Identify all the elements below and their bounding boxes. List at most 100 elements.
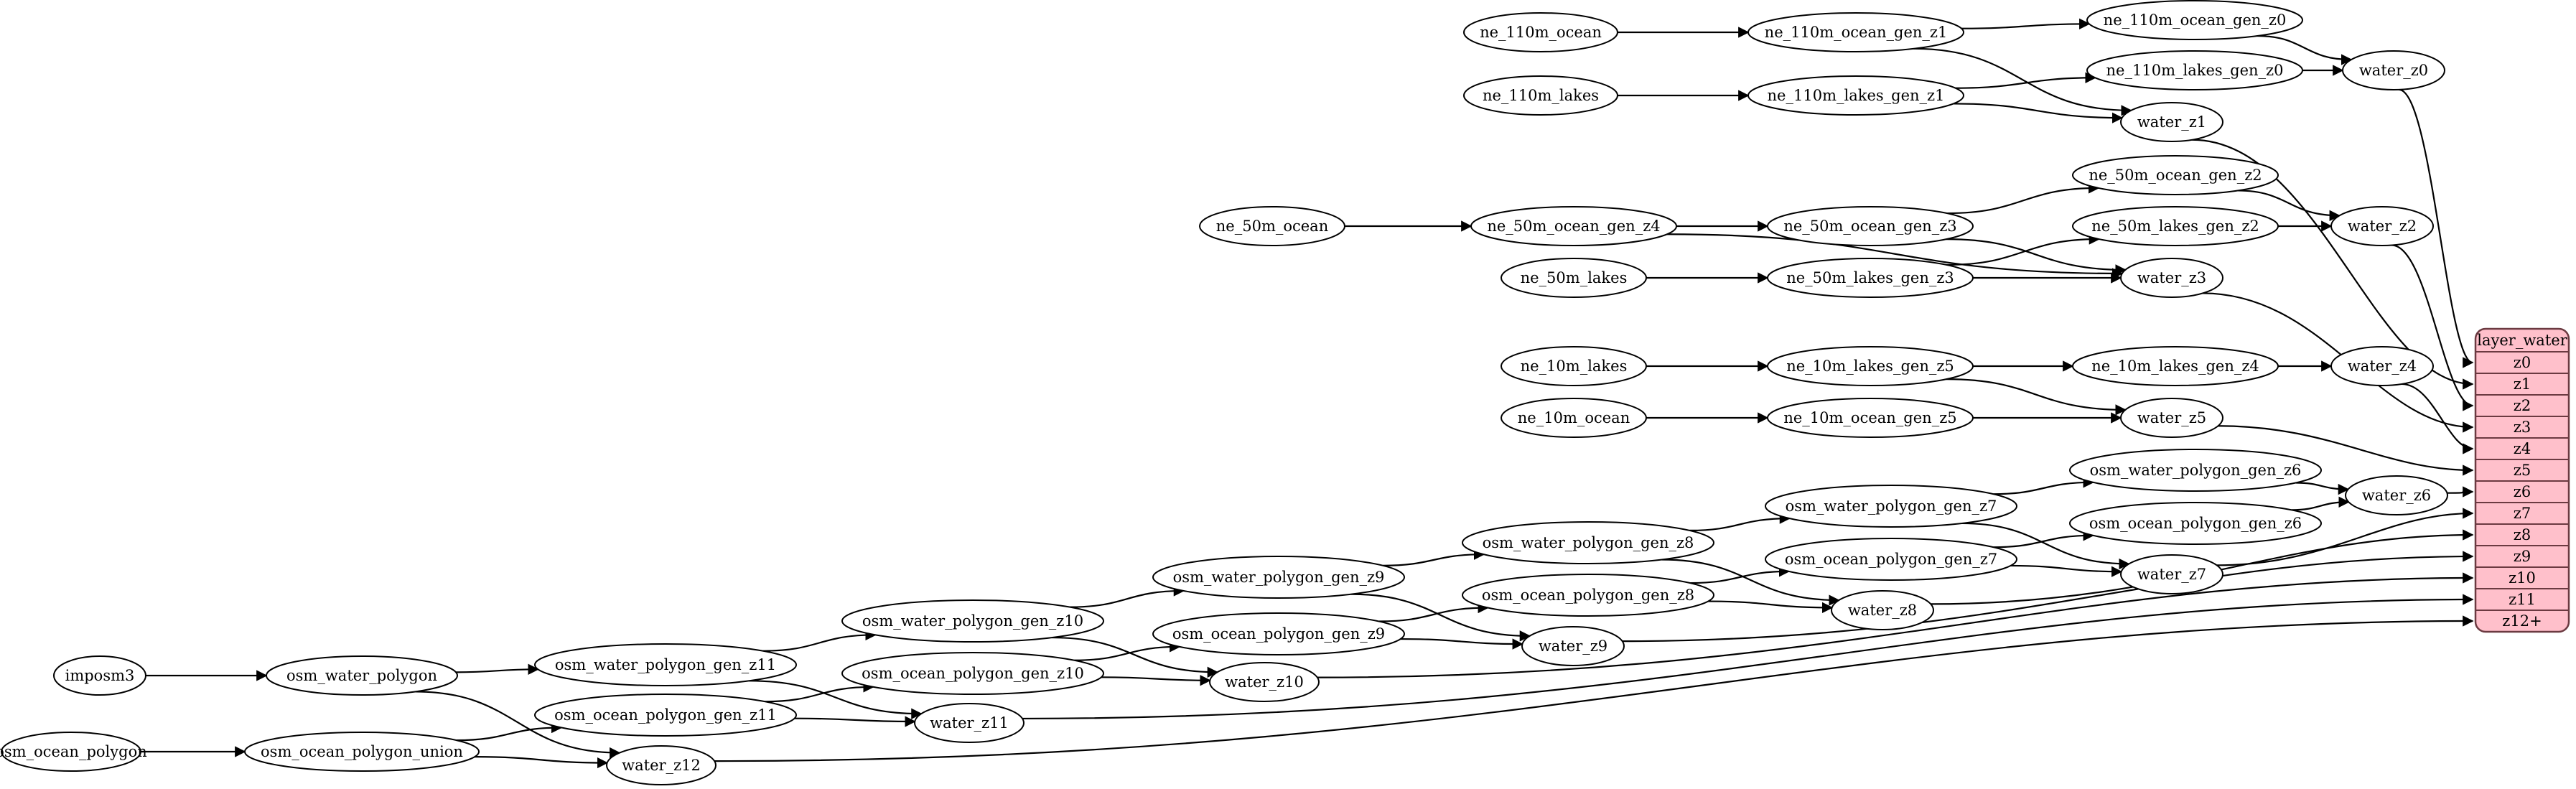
node-osm_ocean_polygon[interactable]: osm_ocean_polygon (0, 732, 147, 772)
node-ne_110m_ocean_gen_z1[interactable]: ne_110m_ocean_gen_z1 (1747, 12, 1964, 52)
edge-ne_110m_ocean_gen_z1-to-ne_110m_ocean_gen_z0 (1961, 18, 2091, 29)
layer-water-row-z2[interactable] (2475, 394, 2569, 417)
node-label-water_z10: water_z10 (1225, 673, 1304, 691)
node-ne_10m_ocean[interactable]: ne_10m_ocean (1501, 398, 1647, 438)
node-osm_ocean_polygon_gen_z9[interactable]: osm_ocean_polygon_gen_z9 (1152, 612, 1405, 655)
edge-osm_ocean_polygon_gen_z7-to-osm_ocean_polygon_gen_z6 (1993, 530, 2094, 548)
layer-water-row-label-z8: z8 (2514, 526, 2531, 543)
node-water_z6[interactable]: water_z6 (2345, 475, 2448, 515)
node-shape-ne_50m_ocean (1199, 206, 1345, 246)
layer-water-row-z10[interactable] (2475, 566, 2569, 589)
layer-water-row-z5[interactable] (2475, 459, 2569, 482)
node-osm_ocean_polygon_gen_z7[interactable]: osm_ocean_polygon_gen_z7 (1765, 538, 2017, 581)
node-ne_10m_ocean_gen_z5[interactable]: ne_10m_ocean_gen_z5 (1767, 398, 1974, 438)
node-label-water_z6: water_z6 (2362, 487, 2431, 504)
node-osm_ocean_polygon_union[interactable]: osm_ocean_polygon_union (244, 732, 480, 772)
node-ne_10m_lakes_gen_z5[interactable]: ne_10m_lakes_gen_z5 (1767, 346, 1974, 386)
node-shape-ne_110m_lakes_gen_z1 (1747, 75, 1964, 116)
node-label-water_z0: water_z0 (2359, 62, 2428, 79)
layer-water-row-label-z4: z4 (2514, 440, 2531, 457)
layer-water-row-z12+[interactable] (2475, 610, 2569, 632)
node-label-osm_ocean_polygon_gen_z7: osm_ocean_polygon_gen_z7 (1785, 551, 1997, 568)
edge-ne_110m_lakes_gen_z1-to-water_z1 (1953, 103, 2124, 123)
node-ne_50m_ocean_gen_z4[interactable]: ne_50m_ocean_gen_z4 (1470, 206, 1677, 246)
edge-osm_water_polygon_gen_z11-to-water_z11 (749, 680, 923, 719)
node-osm_water_polygon_gen_z7[interactable]: osm_water_polygon_gen_z7 (1765, 485, 2017, 528)
node-shape-osm_ocean_polygon (1, 732, 141, 772)
edge-ne_110m_ocean_gen_z1-to-water_z1 (1913, 47, 2132, 116)
node-shape-osm_ocean_polygon_gen_z6 (2069, 502, 2322, 545)
node-label-osm_water_polygon_gen_z8: osm_water_polygon_gen_z8 (1483, 534, 1694, 551)
node-water_z11[interactable]: water_z11 (914, 703, 1025, 743)
node-osm_water_polygon_gen_z9[interactable]: osm_water_polygon_gen_z9 (1152, 556, 1405, 599)
node-shape-imposm3 (53, 655, 146, 696)
layer-water-row-z6[interactable] (2475, 480, 2569, 503)
node-shape-ne_50m_lakes_gen_z3 (1767, 258, 1974, 298)
node-ne_50m_ocean[interactable]: ne_50m_ocean (1199, 206, 1345, 246)
node-osm_water_polygon_gen_z11[interactable]: osm_water_polygon_gen_z11 (534, 643, 797, 686)
node-water_z4[interactable]: water_z4 (2330, 346, 2434, 386)
node-osm_water_polygon_gen_z10[interactable]: osm_water_polygon_gen_z10 (841, 599, 1104, 643)
node-label-osm_water_polygon: osm_water_polygon (286, 667, 437, 684)
edge-osm_ocean_polygon_union-to-osm_ocean_polygon_gen_z11 (456, 722, 563, 742)
node-ne_10m_lakes[interactable]: ne_10m_lakes (1501, 346, 1647, 386)
node-ne_110m_lakes_gen_z1[interactable]: ne_110m_lakes_gen_z1 (1747, 75, 1964, 116)
node-osm_ocean_polygon_gen_z6[interactable]: osm_ocean_polygon_gen_z6 (2069, 502, 2322, 545)
node-label-ne_50m_ocean: ne_50m_ocean (1216, 218, 1328, 235)
node-label-ne_10m_ocean: ne_10m_ocean (1518, 409, 1630, 426)
edge-water_z6-to-layer-water-z6 (2447, 486, 2474, 498)
node-shape-water_z1 (2120, 102, 2223, 142)
node-osm_water_polygon[interactable]: osm_water_polygon (266, 655, 458, 696)
node-osm_water_polygon_gen_z8[interactable]: osm_water_polygon_gen_z8 (1462, 521, 1714, 564)
node-ne_110m_ocean_gen_z0[interactable]: ne_110m_ocean_gen_z0 (2086, 0, 2303, 40)
edge-layer (141, 18, 2474, 769)
node-osm_ocean_polygon_gen_z8[interactable]: osm_ocean_polygon_gen_z8 (1462, 574, 1714, 617)
node-ne_50m_ocean_gen_z2[interactable]: ne_50m_ocean_gen_z2 (2072, 155, 2279, 195)
node-shape-water_z10 (1209, 662, 1320, 702)
node-shape-ne_50m_ocean_gen_z3 (1767, 206, 1974, 246)
edge-water_z9-to-layer-water-z9 (1622, 551, 2474, 643)
layer-water-row-label-z2: z2 (2514, 397, 2531, 414)
node-osm_ocean_polygon_gen_z10[interactable]: osm_ocean_polygon_gen_z10 (841, 652, 1104, 695)
node-water_z9[interactable]: water_z9 (1521, 626, 1625, 666)
node-shape-ne_110m_ocean_gen_z0 (2086, 0, 2303, 40)
node-osm_water_polygon_gen_z6[interactable]: osm_water_polygon_gen_z6 (2069, 449, 2322, 492)
node-water_z8[interactable]: water_z8 (1831, 590, 1934, 630)
node-imposm3[interactable]: imposm3 (53, 655, 146, 696)
node-shape-osm_water_polygon_gen_z11 (534, 643, 797, 686)
edge-osm_water_polygon_gen_z7-to-osm_water_polygon_gen_z6 (1993, 477, 2094, 495)
node-shape-osm_water_polygon_gen_z9 (1152, 556, 1405, 599)
node-shape-osm_water_polygon_gen_z6 (2069, 449, 2322, 492)
node-water_z10[interactable]: water_z10 (1209, 662, 1320, 702)
layer-water-row-z1[interactable] (2475, 373, 2569, 396)
layer-water-row-z7[interactable] (2475, 502, 2569, 525)
node-ne_110m_ocean[interactable]: ne_110m_ocean (1463, 12, 1618, 52)
edge-osm_ocean_polygon_gen_z9-to-osm_ocean_polygon_gen_z8 (1378, 602, 1489, 622)
node-water_z3[interactable]: water_z3 (2120, 258, 2223, 298)
node-ne_110m_lakes_gen_z0[interactable]: ne_110m_lakes_gen_z0 (2086, 50, 2303, 90)
node-shape-water_z11 (914, 703, 1025, 743)
node-water_z2[interactable]: water_z2 (2330, 206, 2434, 246)
node-ne_50m_lakes_gen_z2[interactable]: ne_50m_lakes_gen_z2 (2072, 206, 2279, 246)
node-water_z7[interactable]: water_z7 (2120, 554, 2223, 594)
node-ne_10m_lakes_gen_z4[interactable]: ne_10m_lakes_gen_z4 (2072, 346, 2279, 386)
node-water_z1[interactable]: water_z1 (2120, 102, 2223, 142)
node-water_z5[interactable]: water_z5 (2120, 398, 2223, 438)
edge-ne_110m_ocean_gen_z0-to-water_z0 (2257, 34, 2353, 65)
node-osm_ocean_polygon_gen_z11[interactable]: osm_ocean_polygon_gen_z11 (534, 694, 797, 737)
node-label-water_z5: water_z5 (2137, 409, 2206, 426)
node-ne_50m_lakes_gen_z3[interactable]: ne_50m_lakes_gen_z3 (1767, 258, 1974, 298)
node-label-water_z8: water_z8 (1848, 602, 1917, 619)
node-label-osm_ocean_polygon_gen_z8: osm_ocean_polygon_gen_z8 (1482, 587, 1694, 604)
edge-ne_50m_lakes_gen_z3-to-ne_50m_lakes_gen_z2 (1946, 233, 2101, 266)
edge-ne_10m_lakes_gen_z5-to-water_z5 (1946, 378, 2127, 416)
edge-osm_water_polygon_gen_z11-to-osm_water_polygon_gen_z10 (762, 629, 877, 652)
node-shape-water_z3 (2120, 258, 2223, 298)
node-label-osm_ocean_polygon: osm_ocean_polygon (0, 743, 147, 760)
node-ne_110m_lakes[interactable]: ne_110m_lakes (1463, 75, 1618, 116)
node-water_z0[interactable]: water_z0 (2342, 50, 2445, 90)
edge-osm_ocean_polygon_gen_z11-to-water_z11 (794, 716, 916, 727)
node-water_z12[interactable]: water_z12 (606, 745, 717, 785)
node-ne_50m_lakes[interactable]: ne_50m_lakes (1501, 258, 1647, 298)
node-ne_50m_ocean_gen_z3[interactable]: ne_50m_ocean_gen_z3 (1767, 206, 1974, 246)
